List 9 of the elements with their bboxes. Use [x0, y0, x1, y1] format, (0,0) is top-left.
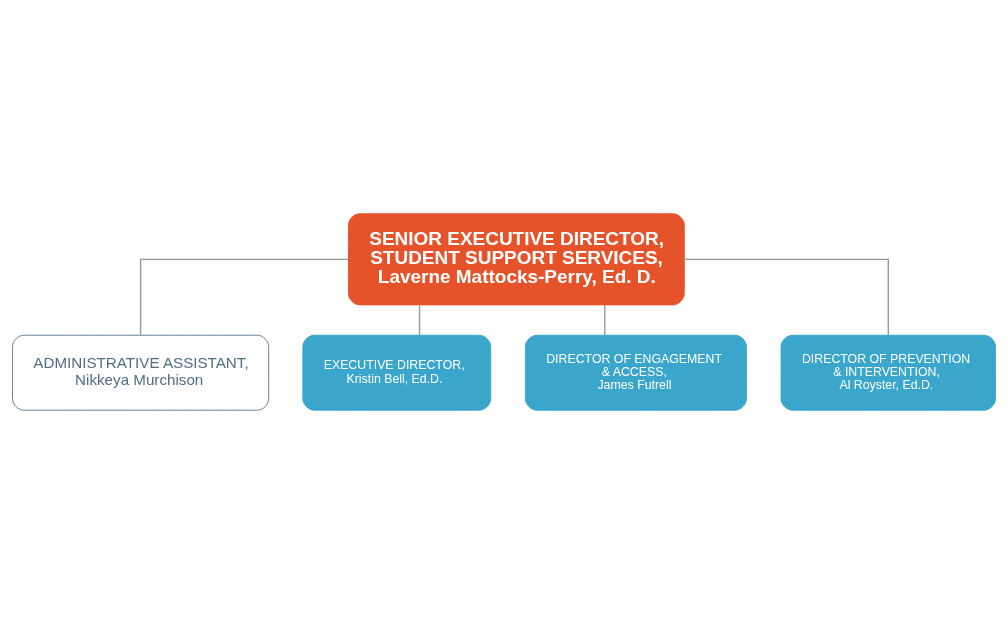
- connector: [418, 304, 421, 336]
- connector: [604, 304, 606, 336]
- node-box: DIRECTOR OF ENGAGEMENT & ACCESS, James Futrell: [524, 334, 747, 411]
- node-box: SENIOR EXECUTIVE DIRECTOR, STUDENT SUPPORT SERVICES, Laverne Mattocks-Perry, Ed. D.: [347, 213, 685, 306]
- connector: [139, 258, 349, 336]
- node-box: DIRECTOR OF PREVENTION & INTERVENTION, Al Royster, Ed.D.: [780, 334, 996, 411]
- node-box: EXECUTIVE DIRECTOR, Kristin Bell, Ed.D.: [302, 334, 492, 411]
- connector: [683, 258, 889, 336]
- node-box: ADMINISTRATIVE ASSISTANT, Nikkeya Murchison: [12, 334, 270, 411]
